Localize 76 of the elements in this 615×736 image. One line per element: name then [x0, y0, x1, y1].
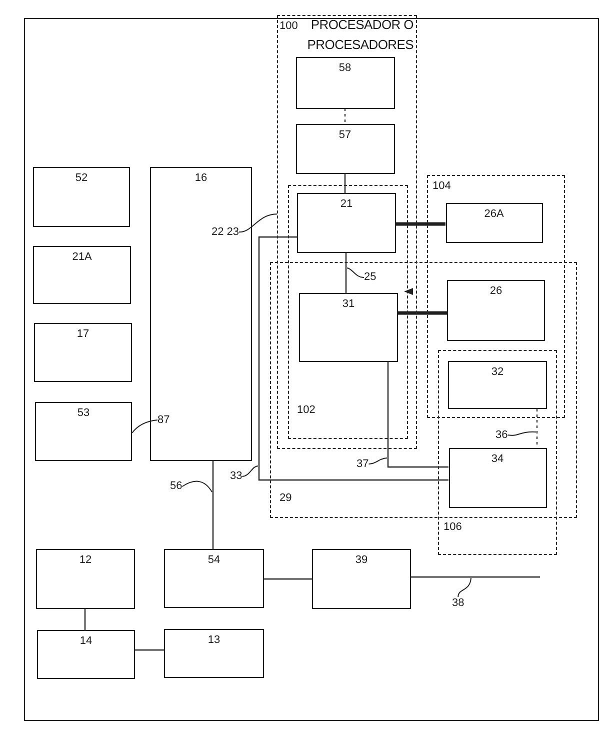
- reference-number: 106: [444, 520, 462, 534]
- component-block: [448, 361, 547, 409]
- reference-number: 54: [208, 554, 220, 567]
- reference-number: 29: [280, 492, 292, 504]
- dashed-boundary: [270, 262, 577, 518]
- reference-number: 17: [76, 328, 90, 341]
- reference-number: 104: [432, 180, 451, 192]
- connector-line: [344, 174, 346, 193]
- reference-number: 33: [230, 470, 242, 483]
- reference-number: 16: [194, 172, 208, 185]
- reference-number: 22 23: [212, 226, 240, 238]
- leader-line: [507, 431, 536, 436]
- component-block: [296, 56, 394, 108]
- reference-number: 53: [77, 407, 90, 420]
- connector-line: [396, 222, 446, 226]
- connector-line: [264, 578, 312, 580]
- leader-line: [238, 214, 278, 232]
- leader-line: [182, 480, 212, 492]
- component-block: [296, 124, 394, 174]
- component-block: [297, 193, 396, 253]
- dashed-boundary: [427, 175, 565, 418]
- reference-number: 31: [342, 298, 355, 311]
- reference-number: 14: [80, 635, 92, 648]
- component-block: [164, 629, 264, 678]
- connector-line: [411, 576, 540, 578]
- reference-number: 52: [75, 172, 88, 185]
- dashed-boundary: [288, 184, 408, 438]
- connector-line: [258, 236, 448, 481]
- reference-number: 13: [208, 634, 220, 647]
- connector-line: [135, 649, 164, 651]
- reference-number: 25: [364, 271, 376, 284]
- reference-number: 12: [79, 554, 92, 567]
- connector-line: [387, 362, 448, 468]
- connector-line: [344, 108, 346, 124]
- reference-number: 57: [338, 128, 352, 142]
- connector-line: [345, 253, 347, 293]
- reference-number: 26: [490, 285, 502, 298]
- component-block: [299, 293, 398, 362]
- connector-line: [84, 609, 86, 630]
- dashed-boundary: [277, 15, 417, 449]
- component-block: [33, 167, 130, 227]
- dashed-boundary: [438, 350, 557, 555]
- reference-number: 39: [355, 554, 368, 567]
- leader-line: [458, 578, 472, 598]
- reference-number: 37: [356, 458, 369, 470]
- leader-line: [132, 420, 158, 434]
- reference-number: 56: [170, 480, 182, 493]
- component-block: [37, 630, 135, 679]
- reference-number: 38: [452, 597, 464, 610]
- component-block: [164, 549, 264, 608]
- reference-number: 58: [338, 62, 352, 74]
- leader-line: [368, 458, 388, 464]
- reference-number: 34: [491, 452, 504, 466]
- reference-number: 100: [280, 20, 298, 32]
- component-block: [448, 448, 546, 508]
- component-block: [34, 323, 132, 382]
- component-block: [312, 549, 411, 609]
- component-block: [150, 167, 252, 461]
- component-block: [447, 280, 545, 341]
- leader-line: [242, 466, 258, 477]
- component-block: [33, 246, 131, 304]
- leader-line: [346, 268, 364, 278]
- component-block: [35, 402, 132, 461]
- component-block: [36, 549, 135, 609]
- connector-line: [398, 311, 447, 315]
- reference-number: 21A: [72, 251, 92, 264]
- reference-number: 26A: [484, 208, 504, 220]
- reference-number: 102: [297, 404, 316, 417]
- reference-number: 21: [340, 198, 353, 211]
- connector-line: [212, 461, 214, 549]
- component-block: [446, 202, 542, 242]
- reference-number: 36: [496, 428, 508, 442]
- region-heading: PROCESADOR O PROCESADORES: [306, 16, 414, 54]
- reference-number: 87: [158, 414, 170, 426]
- reference-number: 32: [491, 366, 504, 379]
- connector-line: [536, 409, 538, 448]
